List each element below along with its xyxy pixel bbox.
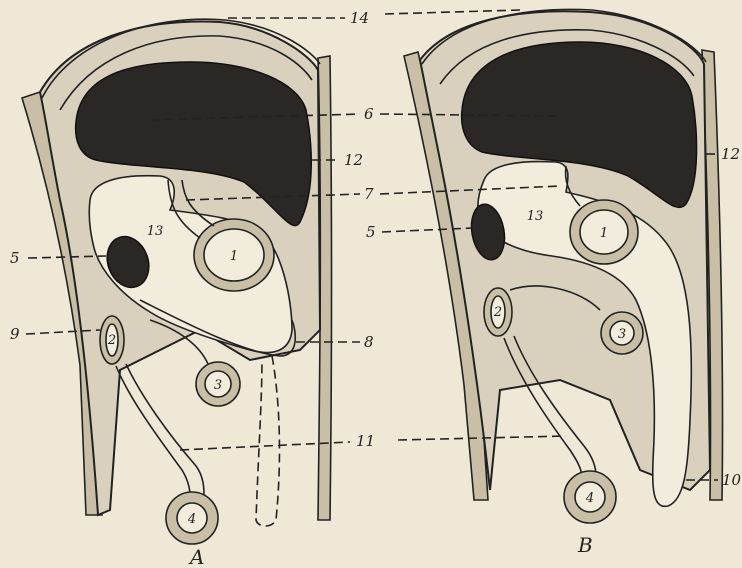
panel-b-label-3: 3	[618, 327, 626, 342]
panel-a-tube-4-stalk-2	[126, 364, 204, 494]
callout-11: 11	[356, 432, 375, 450]
callout-9: 9	[10, 325, 20, 343]
panel-a-caption: A	[188, 545, 204, 568]
panel-b-label-2: 2	[493, 305, 502, 320]
leader-14	[228, 10, 520, 18]
panel-b-label-13: 13	[527, 209, 544, 224]
callout-14: 14	[350, 9, 369, 27]
panel-a-dashed-duct	[256, 356, 279, 526]
callout-10: 10	[722, 471, 742, 489]
panel-a-tube-4-stalk	[116, 366, 190, 496]
panel-a: 13 1 2 3 4 A	[22, 19, 332, 568]
panel-a-label-2: 2	[107, 333, 116, 348]
callout-5a: 5	[10, 249, 20, 267]
panel-b-caption: B	[577, 533, 593, 557]
callout-12: 12	[344, 151, 363, 169]
panel-a-label-3: 3	[214, 378, 222, 393]
panel-b: 13 1 2 3 4 B	[404, 9, 723, 557]
callout-5b: 5	[366, 223, 376, 241]
panel-b-label-1: 1	[600, 226, 608, 241]
callout-7: 7	[364, 185, 374, 203]
panel-a-label-4: 4	[187, 512, 196, 527]
callout-12b: 12	[721, 145, 740, 163]
panel-b-label-4: 4	[585, 491, 594, 506]
panel-a-label-1: 1	[230, 249, 238, 264]
panel-a-label-13: 13	[147, 224, 164, 239]
callout-6: 6	[364, 105, 374, 123]
callout-8: 8	[364, 333, 374, 351]
